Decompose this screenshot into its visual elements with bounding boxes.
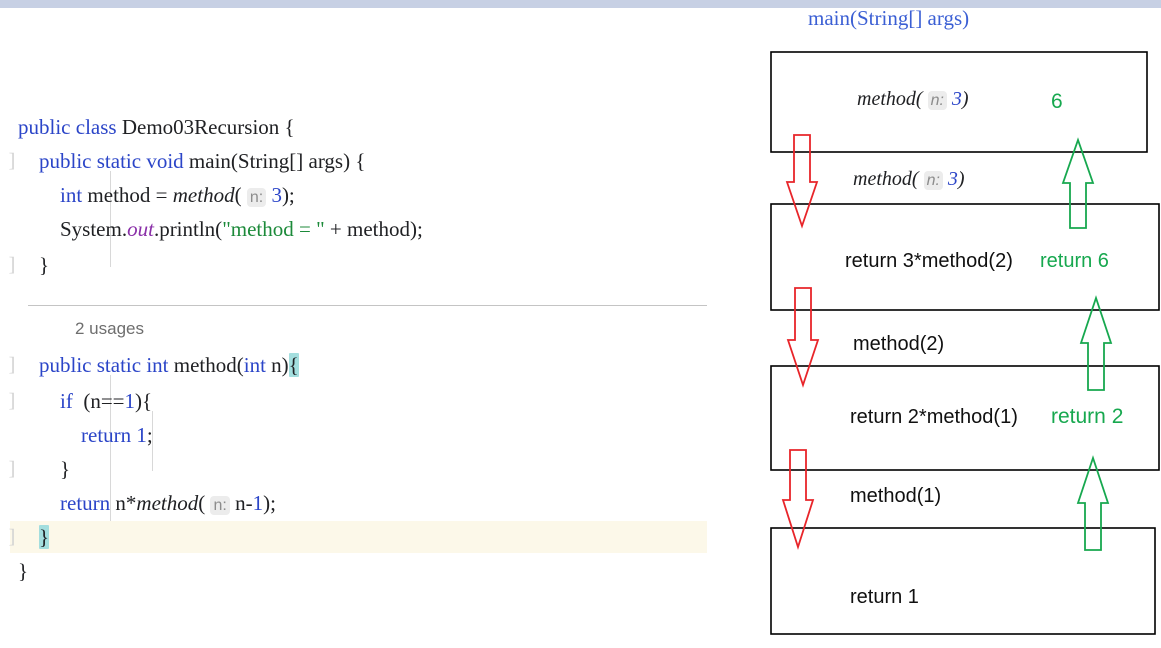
code-fold-marker[interactable]: ] [8, 458, 16, 480]
indent-guide [110, 375, 111, 553]
call-arrow-down-2 [786, 287, 820, 388]
code-token: (String[] args) { [230, 149, 366, 173]
code-token: 1 [252, 491, 264, 515]
code-token: Demo03Recursion { [121, 115, 295, 139]
frame-3-box-text: return 2*method(1) [850, 406, 1018, 428]
code-token: } [18, 457, 71, 481]
code-token [18, 389, 60, 413]
code-fold-marker[interactable]: ] [8, 390, 16, 412]
code-fold-marker[interactable]: ] [8, 150, 16, 172]
code-fold-marker[interactable]: ] [8, 254, 16, 276]
stack-frame-box-3 [770, 365, 1160, 471]
code-token: System. [18, 217, 128, 241]
code-fold-marker[interactable]: ] [8, 526, 16, 548]
method-separator-line [28, 305, 707, 306]
code-token: int [146, 353, 174, 377]
code-token [18, 183, 60, 207]
code-token: } [18, 559, 29, 583]
parameter-hint: n: [246, 188, 267, 207]
code-token: ( [234, 183, 247, 207]
call-arrow-down-1 [785, 134, 819, 229]
brace-match-highlight: { [288, 353, 299, 377]
stack-frame-box-2 [770, 203, 1160, 311]
code-fold-marker[interactable]: ] [8, 354, 16, 376]
code-token: ); [263, 491, 276, 515]
code-token: ( [198, 491, 211, 515]
frame-2-call-label: method( n: 3) [853, 168, 965, 190]
code-token [18, 491, 60, 515]
code-token: return [81, 423, 137, 447]
code-token: out [127, 217, 154, 241]
code-token: } [18, 253, 50, 277]
top-accent-strip [0, 0, 1161, 8]
code-token: "method = " [222, 217, 325, 241]
code-token: method = [87, 183, 173, 207]
code-token: 1 [124, 389, 136, 413]
code-token: method [172, 183, 235, 207]
frame-2-box-text: return 3*method(2) [845, 250, 1013, 272]
code-token [18, 423, 81, 447]
code-token: 3 [271, 183, 282, 207]
code-token: main [188, 149, 231, 173]
code-token: static [96, 353, 147, 377]
code-token: int [60, 183, 88, 207]
frame-1-return-label: 6 [1051, 90, 1063, 113]
code-token: n- [229, 491, 253, 515]
code-token: ); [281, 183, 295, 207]
code-token: class [75, 115, 122, 139]
brace-match-highlight: } [39, 525, 50, 549]
call-arrow-down-3 [781, 449, 815, 550]
usages-hint[interactable]: 2 usages [75, 319, 144, 338]
code-token: method [136, 491, 199, 515]
frame-3-return-label: return 2 [1051, 405, 1124, 428]
return-arrow-up-3 [1076, 455, 1110, 551]
indent-guide [110, 171, 111, 267]
return-arrow-up-1 [1061, 137, 1095, 229]
code-token: ( [236, 353, 244, 377]
code-token: ){ [135, 389, 153, 413]
diagram-svg [770, 51, 1160, 635]
stack-frame-box-4 [770, 527, 1156, 635]
code-token: n* [115, 491, 137, 515]
code-token [18, 353, 39, 377]
frame-3-call-label: method(2) [853, 333, 945, 355]
code-token: int [243, 353, 272, 377]
recursion-call-stack-diagram: main(String[] args) method( n: 3) 6 meth… [740, 0, 1161, 648]
frame-4-box-text: return 1 [850, 586, 919, 608]
code-token [18, 525, 39, 549]
code-editor-pane[interactable]: 2 usages public class Demo03Recursion {]… [0, 8, 740, 648]
code-token: static [96, 149, 147, 173]
code-token: void [146, 149, 189, 173]
code-token: n) [271, 353, 289, 377]
code-token: public [39, 353, 97, 377]
code-token: method [173, 353, 237, 377]
diagram-title: main(String[] args) [808, 6, 970, 30]
code-token: public [18, 115, 76, 139]
code-token: .println( [153, 217, 223, 241]
code-token: + method); [324, 217, 423, 241]
code-token: (n== [78, 389, 125, 413]
frame-1-box-text: method( n: 3) [857, 88, 969, 110]
code-token: ; [146, 423, 153, 447]
code-token: if [60, 389, 79, 413]
indent-guide [152, 411, 153, 471]
current-line-highlight [10, 521, 707, 553]
code-token [18, 149, 39, 173]
stack-frame-box-1 [770, 51, 1148, 153]
return-arrow-up-2 [1079, 295, 1113, 391]
frame-4-call-label: method(1) [850, 485, 942, 507]
code-token: return [60, 491, 116, 515]
code-token: 1 [136, 423, 147, 447]
frame-2-return-label: return 6 [1040, 250, 1109, 272]
parameter-hint: n: [210, 496, 230, 515]
code-token: public [39, 149, 97, 173]
